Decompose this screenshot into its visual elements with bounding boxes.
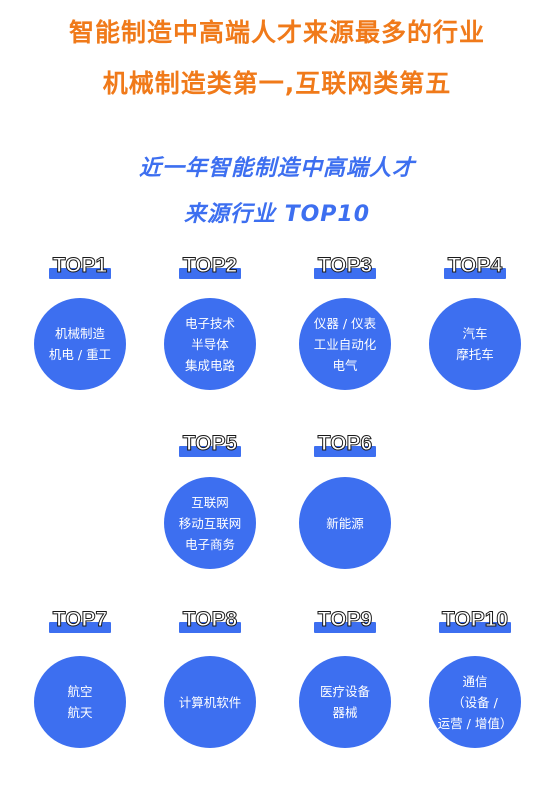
rank-text: TOP8 xyxy=(182,608,238,632)
industry-line: 电子技术 xyxy=(184,315,235,331)
subtitle-line-2: 来源行业 TOP10 xyxy=(183,202,371,227)
industry-line: 电子商务 xyxy=(184,536,235,552)
industry-line: 半导体 xyxy=(191,336,229,352)
rank-label-3: TOP3 xyxy=(314,250,376,282)
rank-label-4: TOP4 xyxy=(444,250,506,282)
industry-line: 医疗设备 xyxy=(319,684,370,699)
industry-line: 集成电路 xyxy=(184,357,235,373)
industry-line: 仪器 / 仪表 xyxy=(313,315,377,331)
industry-line: 电气 xyxy=(332,357,358,373)
rank-text: TOP9 xyxy=(317,608,373,632)
rank-label-9: TOP9 xyxy=(314,604,376,636)
rank-label-1: TOP1 xyxy=(49,250,111,282)
industry-circle-2: 电子技术 半导体 集成电路 xyxy=(164,298,256,390)
industry-line: 互联网 xyxy=(191,494,229,510)
industry-circle-4: 汽车 摩托车 xyxy=(429,298,521,390)
industry-circle-9: 医疗设备 器械 xyxy=(299,656,391,748)
industry-circle-8: 计算机软件 xyxy=(164,656,256,748)
rank-text: TOP6 xyxy=(317,432,373,456)
rank-label-5: TOP5 xyxy=(179,428,241,460)
industry-circle-6: 新能源 xyxy=(299,477,391,569)
industry-line: 器械 xyxy=(332,705,358,720)
subtitle-line-1: 近一年智能制造中高端人才 xyxy=(138,156,415,181)
industry-circle-7: 航空 航天 xyxy=(34,656,126,748)
rank-text: TOP7 xyxy=(52,608,108,632)
rank-underline xyxy=(439,622,511,633)
rank-underline xyxy=(314,446,376,457)
rank-text: TOP1 xyxy=(52,254,108,278)
rank-text: TOP2 xyxy=(182,254,238,278)
rank-label-10: TOP10 xyxy=(439,604,511,636)
rank-underline xyxy=(314,622,376,633)
rank-text: TOP3 xyxy=(317,254,373,278)
rank-underline xyxy=(49,268,111,279)
industry-line: 摩托车 xyxy=(456,347,494,362)
headline-line-2: 机械制造类第一,互联网类第五 xyxy=(102,69,452,98)
industry-line: 计算机软件 xyxy=(178,694,242,710)
rank-underline xyxy=(179,268,241,279)
industry-line: 移动互联网 xyxy=(178,515,242,531)
industry-line: 运营 / 增值） xyxy=(437,715,513,731)
industry-line: （设备 / xyxy=(452,694,498,710)
rank-label-2: TOP2 xyxy=(179,250,241,282)
rank-label-7: TOP7 xyxy=(49,604,111,636)
industry-line: 机械制造 xyxy=(54,326,105,341)
rank-label-8: TOP8 xyxy=(179,604,241,636)
industry-circle-3: 仪器 / 仪表 工业自动化 电气 xyxy=(299,298,391,390)
industry-line: 新能源 xyxy=(326,515,364,531)
industry-line: 汽车 xyxy=(462,326,488,341)
rank-label-6: TOP6 xyxy=(314,428,376,460)
industry-line: 航天 xyxy=(67,705,93,720)
industry-line: 机电 / 重工 xyxy=(48,347,112,362)
rank-underline xyxy=(49,622,111,633)
headline-line-1: 智能制造中高端人才来源最多的行业 xyxy=(68,18,485,47)
rank-underline xyxy=(179,446,241,457)
rank-underline xyxy=(179,622,241,633)
rank-text: TOP10 xyxy=(441,608,509,632)
industry-circle-1: 机械制造 机电 / 重工 xyxy=(34,298,126,390)
rank-text: TOP5 xyxy=(182,432,238,456)
industry-line: 工业自动化 xyxy=(313,336,377,352)
rank-underline xyxy=(314,268,376,279)
industry-line: 通信 xyxy=(462,673,488,689)
industry-line: 航空 xyxy=(67,684,93,699)
rank-underline xyxy=(444,268,506,279)
industry-circle-10: 通信 （设备 / 运营 / 增值） xyxy=(429,656,521,748)
rank-text: TOP4 xyxy=(447,254,503,278)
industry-circle-5: 互联网 移动互联网 电子商务 xyxy=(164,477,256,569)
